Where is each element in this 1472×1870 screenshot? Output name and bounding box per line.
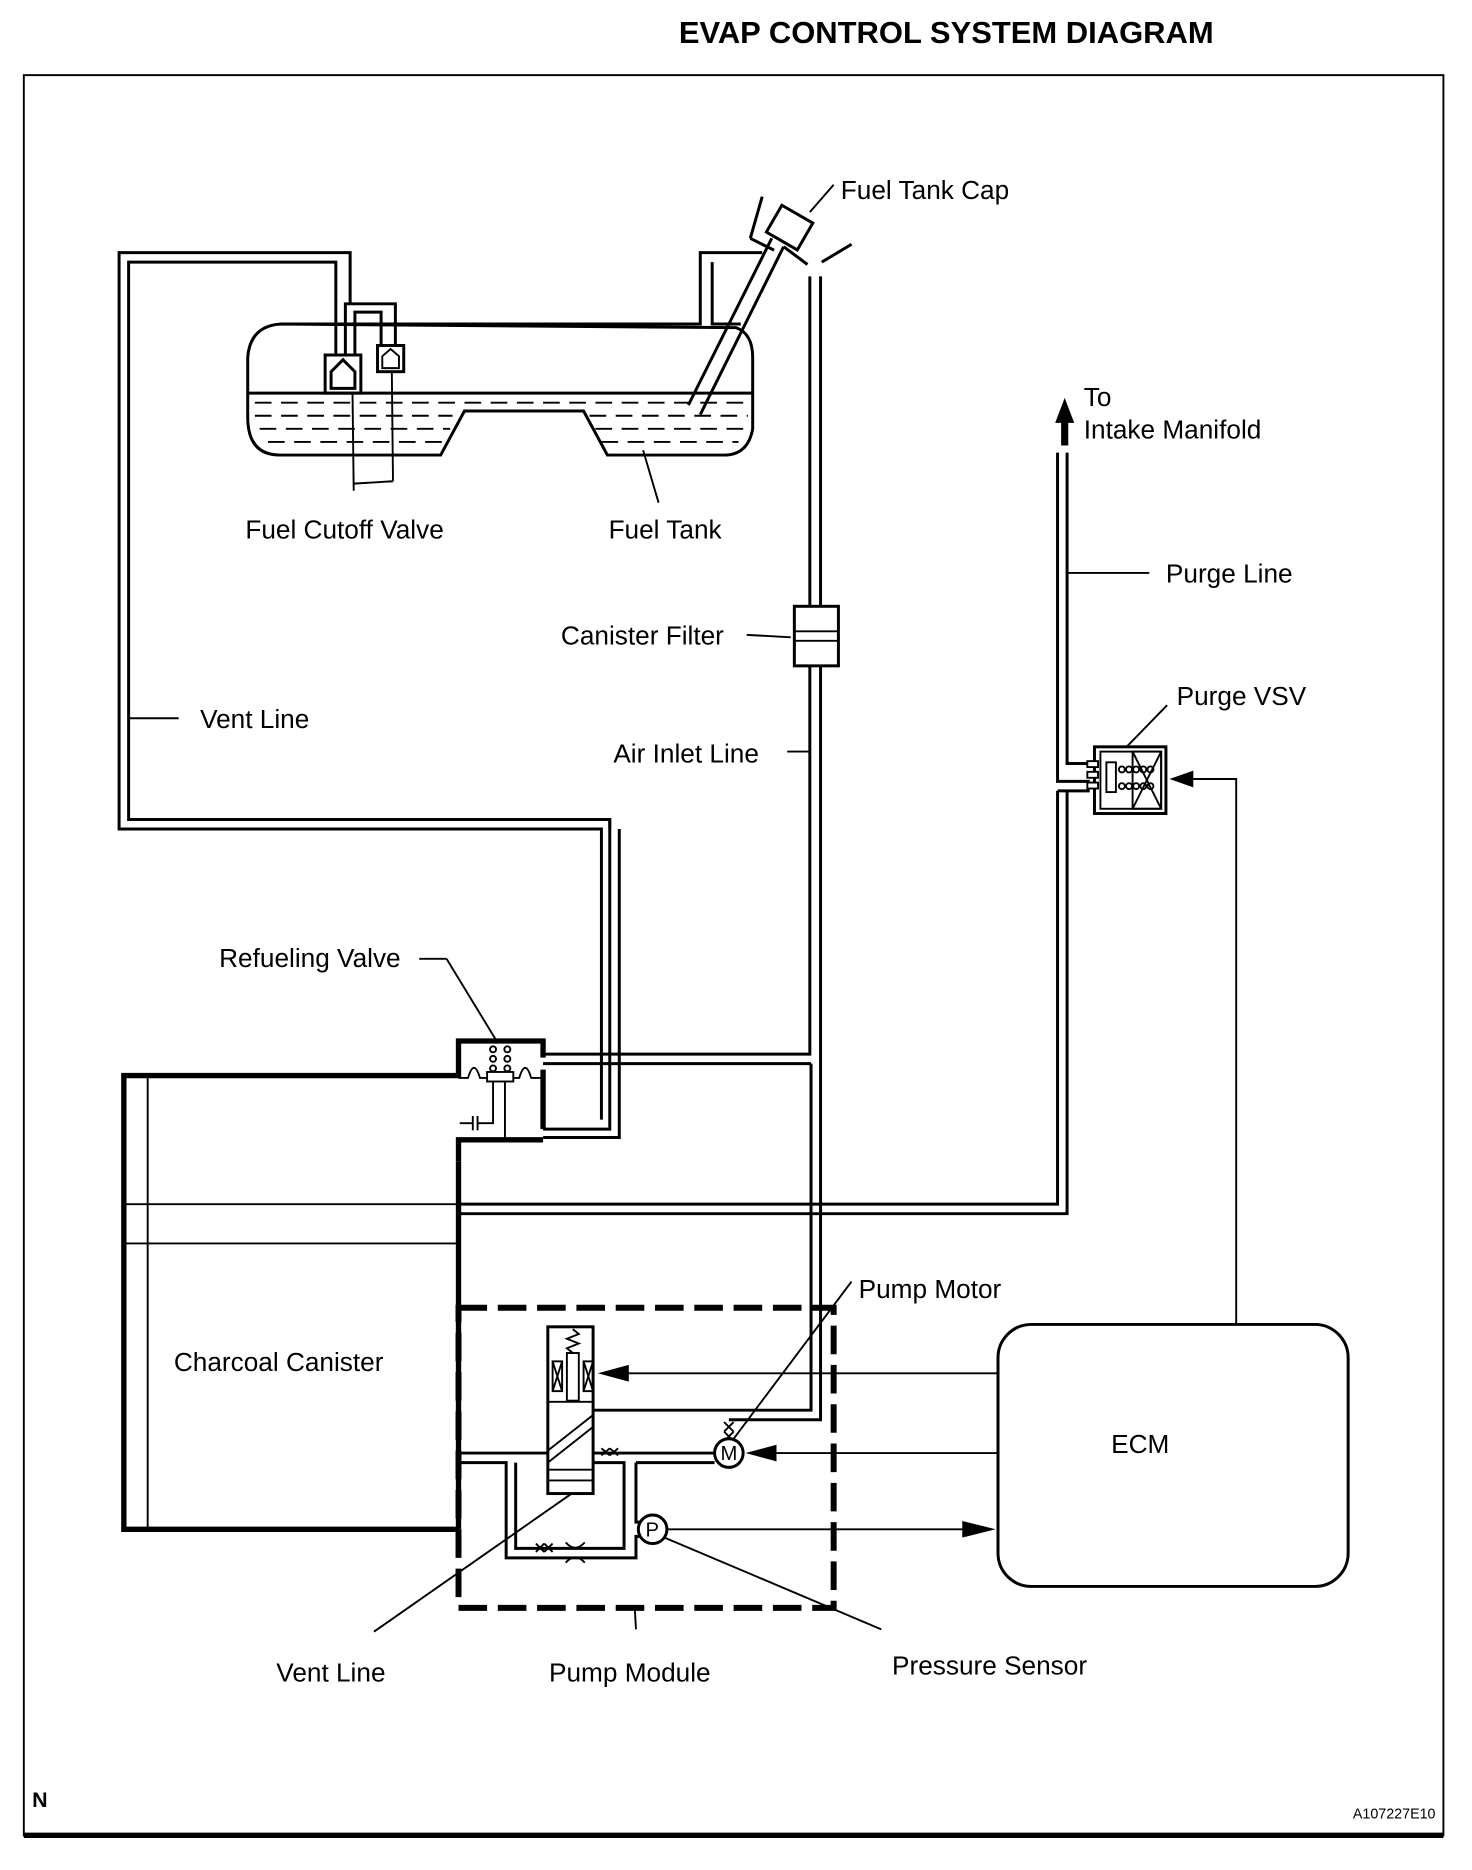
motor-signal-arrow-icon [745, 1444, 777, 1462]
pressure-signal-arrow-icon [962, 1520, 996, 1538]
vent-line-pipe [117, 251, 621, 1139]
pump-module-boundary [455, 1304, 837, 1611]
pressure-sensor: P [636, 1513, 669, 1546]
ecm-box [996, 1322, 1350, 1588]
charcoal-canister [121, 1072, 462, 1532]
pressure-symbol: P [645, 1519, 659, 1541]
label-pump-module: Pump Module [549, 1658, 711, 1688]
label-charcoal-canister: Charcoal Canister [174, 1347, 384, 1377]
fuel-cutoff-valve [323, 343, 406, 491]
label-to: To [1084, 382, 1112, 412]
vent-valve-signal-arrow-icon [597, 1364, 629, 1382]
corner-mark: N [32, 1788, 47, 1812]
vsv-signal-arrow-icon [1169, 770, 1194, 788]
label-fuel-tank: Fuel Tank [609, 514, 723, 544]
refueling-valve [455, 1038, 546, 1162]
intake-arrow-icon [1055, 397, 1075, 446]
figure-id: A107227E10 [1353, 1807, 1436, 1823]
label-fuel-tank-cap: Fuel Tank Cap [841, 175, 1009, 205]
label-ecm: ECM [1111, 1429, 1169, 1459]
pump-motor: M [713, 1437, 745, 1469]
label-purge-vsv: Purge VSV [1177, 681, 1307, 711]
fuel-tank-cap [764, 203, 815, 252]
air-inlet-line-pipe [543, 276, 823, 1422]
canister-filter [792, 604, 840, 668]
purge-vsv [1086, 745, 1168, 816]
pump-module [458, 1325, 735, 1564]
fuel-filler-neck [687, 196, 853, 416]
purge-line-pipe [458, 452, 1090, 1216]
label-vent-line-upper: Vent Line [200, 704, 309, 734]
label-purge-line: Purge Line [1166, 558, 1293, 588]
label-canister-filter: Canister Filter [561, 620, 724, 650]
label-refueling-valve: Refueling Valve [219, 943, 400, 973]
label-pump-motor: Pump Motor [859, 1274, 1002, 1304]
label-intake-manifold: Intake Manifold [1084, 414, 1262, 444]
label-fuel-cutoff-valve: Fuel Cutoff Valve [245, 514, 443, 544]
label-air-inlet-line: Air Inlet Line [613, 738, 759, 768]
label-vent-line-lower: Vent Line [276, 1658, 385, 1688]
motor-symbol: M [721, 1443, 738, 1465]
label-pressure-sensor: Pressure Sensor [892, 1651, 1087, 1681]
diagram-title: EVAP CONTROL SYSTEM DIAGRAM [679, 15, 1214, 50]
